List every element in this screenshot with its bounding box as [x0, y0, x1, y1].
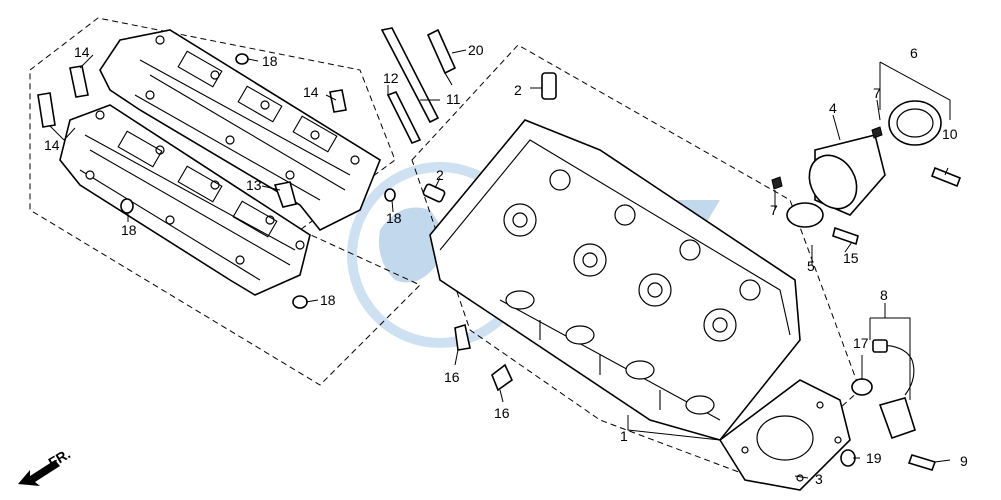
callout-13: 13 — [246, 177, 262, 193]
callout-18d: 18 — [320, 292, 336, 308]
callout-16b: 16 — [494, 405, 510, 421]
callout-15: 15 — [843, 250, 859, 266]
callout-16a: 16 — [444, 369, 460, 385]
callout-4: 4 — [829, 100, 837, 116]
callout-1: 1 — [620, 428, 628, 444]
callout-9: 9 — [960, 453, 968, 469]
callout-5: 5 — [807, 258, 815, 274]
callout-8: 8 — [880, 287, 888, 303]
callout-2a: 2 — [514, 82, 522, 98]
callout-20: 20 — [468, 42, 484, 58]
head-gasket — [718, 379, 851, 491]
callout-labels: 1 2 2 3 4 5 6 7 7 8 9 10 11 12 13 14 14 … — [44, 42, 968, 487]
callout-18a: 18 — [262, 53, 278, 69]
upper-cam-holder — [99, 29, 381, 232]
callout-18c: 18 — [386, 210, 402, 226]
callout-14a: 14 — [74, 44, 90, 60]
callout-12: 12 — [383, 70, 399, 86]
sensor-assembly — [840, 339, 937, 471]
callout-19: 19 — [866, 450, 882, 466]
callout-11: 11 — [446, 91, 461, 107]
callout-7b: 7 — [770, 202, 778, 218]
lower-cam-holder — [59, 104, 311, 296]
cylinder-head — [429, 119, 801, 441]
callout-3: 3 — [815, 471, 823, 487]
callout-18b: 18 — [121, 222, 137, 238]
callout-2b: 2 — [436, 167, 444, 183]
front-direction-arrow: FR. — [18, 445, 73, 486]
callout-14b: 14 — [303, 84, 319, 100]
callout-7a: 7 — [873, 85, 881, 101]
leader-lines — [49, 49, 951, 479]
callout-6: 6 — [910, 45, 918, 61]
callout-10: 10 — [942, 126, 958, 142]
callout-14c: 14 — [44, 137, 60, 153]
intake-boot — [771, 100, 962, 246]
cover-group-outline — [29, 17, 421, 386]
callout-17: 17 — [853, 335, 869, 351]
small-parts — [37, 27, 557, 392]
